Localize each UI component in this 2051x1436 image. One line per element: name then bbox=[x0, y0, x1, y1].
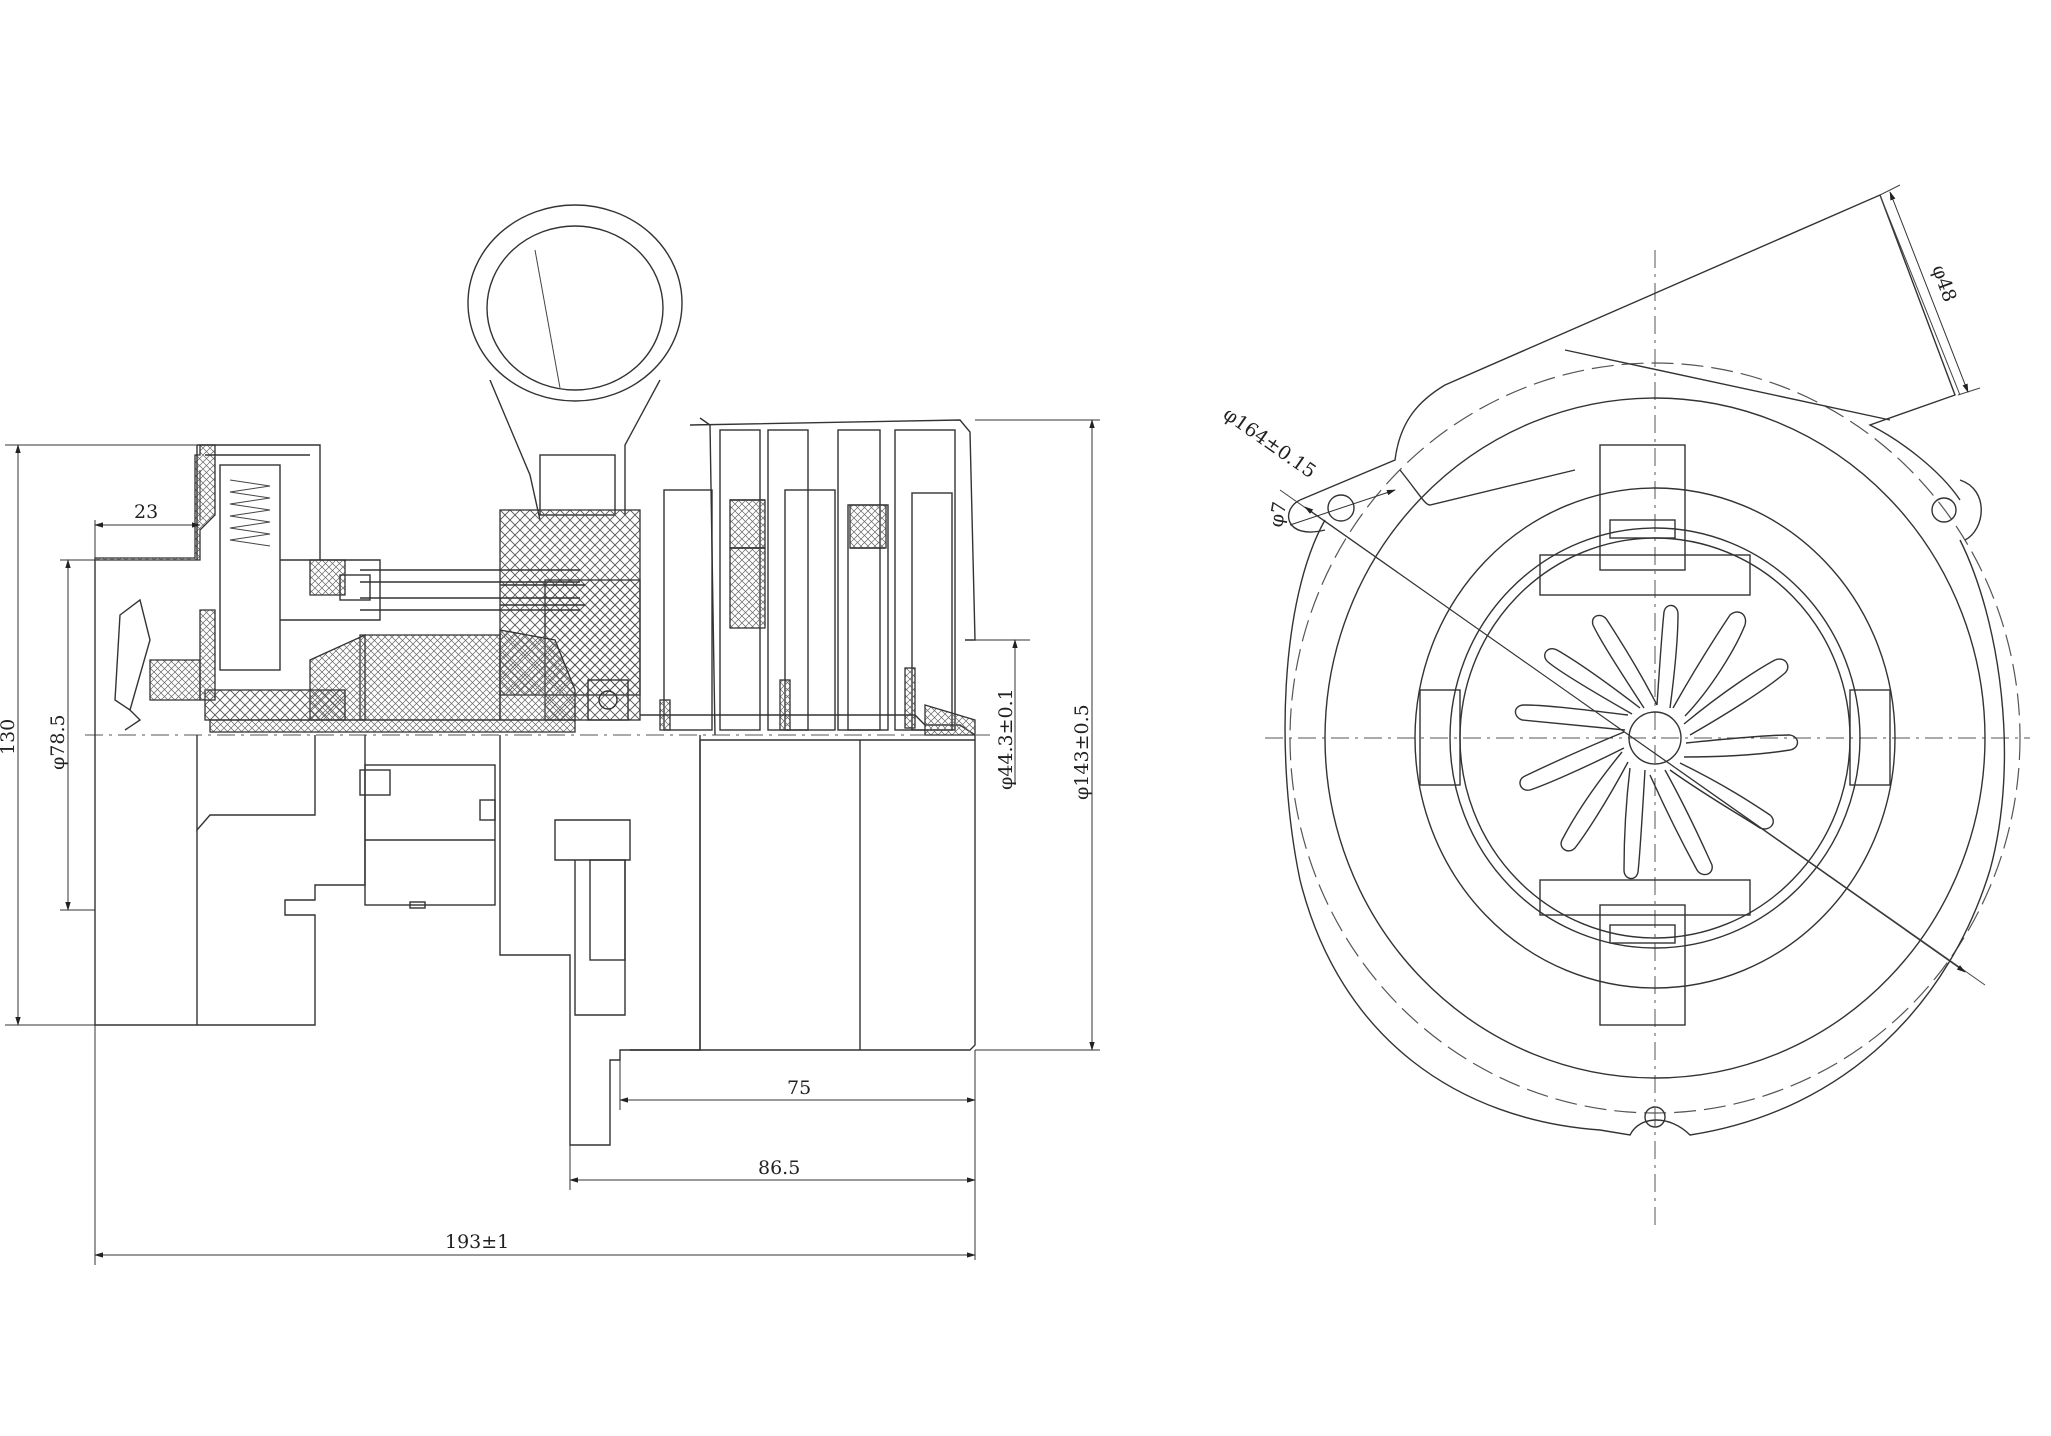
dim-7: φ7 bbox=[1265, 500, 1291, 529]
dim-143: φ143±0.5 bbox=[1071, 704, 1093, 800]
dim-164: φ164±0.15 bbox=[1219, 403, 1320, 483]
dim-75: 75 bbox=[787, 1077, 811, 1099]
dimension-lines bbox=[5, 419, 1100, 1265]
impeller bbox=[1514, 604, 1799, 880]
armature-section bbox=[204, 509, 641, 733]
dim-86-5: 86.5 bbox=[758, 1157, 800, 1179]
dim-130: 130 bbox=[0, 719, 19, 755]
side-section-view: 23 130 φ78.5 φ44.3±0.1 φ143±0.5 75 86.5 … bbox=[0, 204, 1100, 1265]
dim-193: 193±1 bbox=[445, 1231, 509, 1253]
front-view: φ164±0.15 φ7 φ48 bbox=[1219, 184, 2030, 1225]
dim-23: 23 bbox=[134, 501, 158, 523]
outlet-pipe bbox=[467, 204, 683, 521]
dim-44-3: φ44.3±0.1 bbox=[995, 688, 1017, 790]
fan-housing bbox=[94, 444, 381, 735]
motor-housing bbox=[640, 417, 976, 736]
dim-78-5: φ78.5 bbox=[47, 714, 69, 770]
dim-48: φ48 bbox=[1927, 262, 1960, 305]
lower-outline bbox=[94, 735, 976, 1146]
